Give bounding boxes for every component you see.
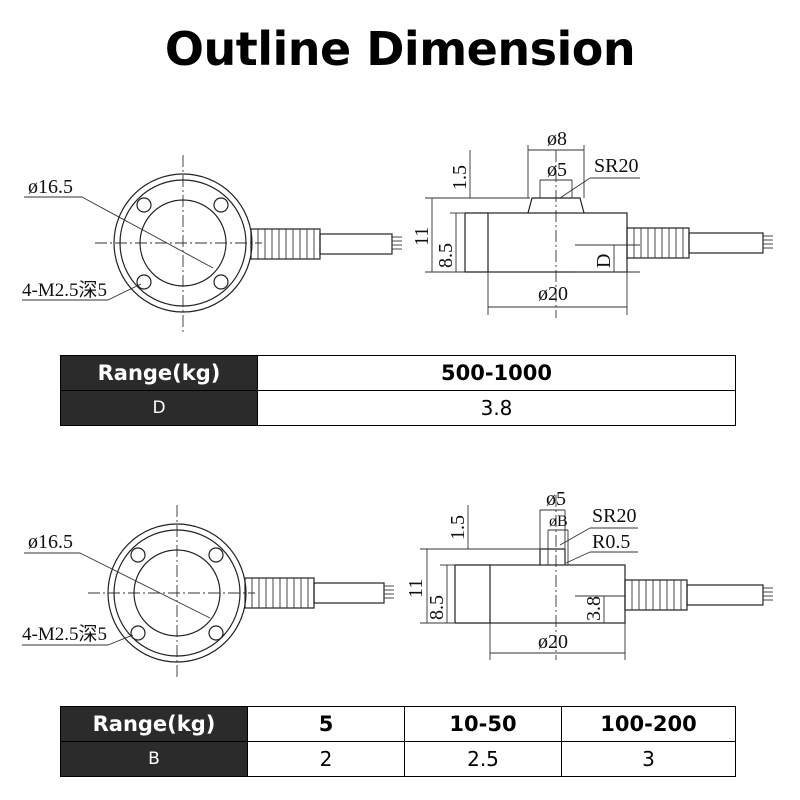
table-row: D 3.8 xyxy=(60,390,736,426)
dia-b-label: øB xyxy=(549,513,568,530)
page-title: Outline Dimension xyxy=(164,22,636,76)
h-8-5-label: 8.5 xyxy=(435,243,457,268)
h-1-5-label-2: 1.5 xyxy=(447,515,469,540)
h-1-5-label: 1.5 xyxy=(449,165,471,190)
d-label: D xyxy=(593,254,615,268)
h-11-label: 11 xyxy=(411,227,433,246)
range-header-cell: Range(kg) xyxy=(60,355,258,391)
side-view-2: ø5 øB SR20 R0.5 1.5 11 8.5 3.8 ø20 xyxy=(405,488,773,660)
range-value-cell: 500-1000 xyxy=(257,355,736,391)
d-label-cell: D xyxy=(60,390,258,426)
b-value-2: 2.5 xyxy=(404,741,562,777)
sr20-label: SR20 xyxy=(594,155,638,177)
b-value-1: 2 xyxy=(247,741,405,777)
b-label-cell: B xyxy=(60,741,248,777)
h-11-label-2: 11 xyxy=(405,579,427,598)
dia-5-label: ø5 xyxy=(547,159,567,181)
h-8-5-label-2: 8.5 xyxy=(426,595,448,620)
sr20-label-2: SR20 xyxy=(592,505,636,527)
spec-table-ranges: Range(kg) 5 10-50 100-200 B 2 2.5 3 xyxy=(60,706,736,777)
range-col-1: 5 xyxy=(247,706,405,742)
dia-16-5-label-2: ø16.5 xyxy=(28,531,73,553)
table-row: Range(kg) 500-1000 xyxy=(60,355,736,391)
top-view-2: ø16.5 4-M2.5深5 xyxy=(22,505,394,680)
b-value-3: 3 xyxy=(561,741,736,777)
holes-label: 4-M2.5深5 xyxy=(22,279,107,301)
side-view-1: ø8 ø5 SR20 1.5 11 8.5 D ø20 xyxy=(411,128,773,318)
dia-8-label: ø8 xyxy=(547,128,567,150)
table-row: B 2 2.5 3 xyxy=(60,741,736,777)
dia-5-label-2: ø5 xyxy=(546,488,566,510)
holes-label-2: 4-M2.5深5 xyxy=(22,623,107,645)
dia-20-label: ø20 xyxy=(538,283,568,305)
spec-table-500-1000: Range(kg) 500-1000 D 3.8 xyxy=(60,355,736,426)
range-col-3: 100-200 xyxy=(561,706,736,742)
dia-20-label-2: ø20 xyxy=(538,631,568,653)
table-row: Range(kg) 5 10-50 100-200 xyxy=(60,706,736,742)
d-value-cell: 3.8 xyxy=(257,390,736,426)
h-3-8-label: 3.8 xyxy=(583,596,605,621)
top-view-1: ø16.5 4-M2.5深5 xyxy=(22,155,402,335)
r0-5-label: R0.5 xyxy=(592,531,630,553)
range-header-cell-2: Range(kg) xyxy=(60,706,248,742)
range-col-2: 10-50 xyxy=(404,706,562,742)
dia-16-5-label: ø16.5 xyxy=(28,176,73,198)
